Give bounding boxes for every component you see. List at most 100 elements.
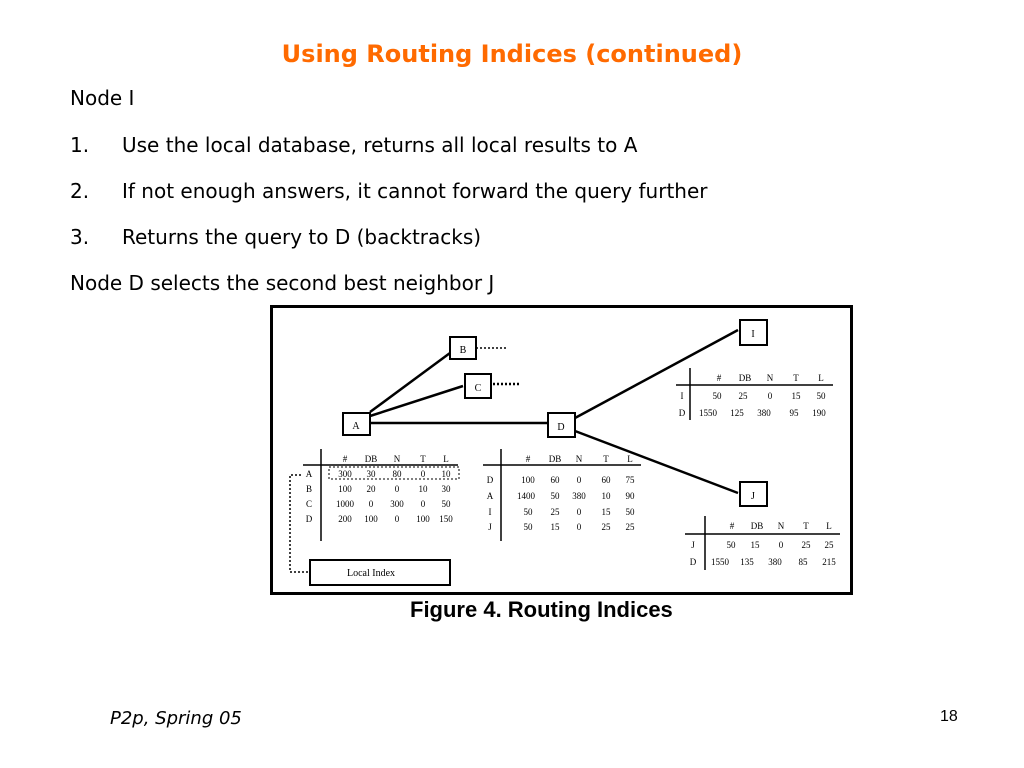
page-number: 18	[940, 708, 958, 725]
table-j-h4: L	[826, 521, 832, 531]
table-a-r2c2: 0	[369, 499, 374, 509]
table-d-r1c3: 380	[572, 491, 586, 501]
table-j-r1c1: 1550	[711, 557, 730, 567]
table-i-r0c5: 50	[817, 391, 827, 401]
step-1-text: Use the local database, returns all loca…	[122, 133, 638, 157]
table-j-r1c5: 215	[822, 557, 836, 567]
node-d-label: D	[557, 422, 564, 433]
intro-text: Node I	[70, 86, 135, 110]
edge-d-j	[574, 429, 739, 495]
table-i-r1c0: D	[679, 408, 686, 418]
table-j-r0c5: 25	[825, 540, 835, 550]
table-i-r0c3: 0	[768, 391, 773, 401]
routing-diagram: A B C D I J # DB N T	[289, 319, 840, 586]
table-i-r0c2: 25	[739, 391, 749, 401]
table-j-r1c0: D	[690, 557, 697, 567]
table-j-h1: DB	[751, 521, 764, 531]
table-d-r1c0: A	[487, 491, 494, 501]
table-i-r0c0: I	[681, 391, 684, 401]
local-index-label: Local Index	[347, 568, 395, 579]
routing-table-j: # DB N T L J 50 15 0 25 25 D 1550 135 38…	[685, 516, 840, 570]
table-a-r1c1: 100	[338, 484, 352, 494]
table-d-r3c1: 50	[524, 522, 534, 532]
routing-indices-figure: A B C D I J # DB N T	[270, 305, 853, 595]
table-i-r1c2: 125	[730, 408, 744, 418]
table-d-r2c4: 15	[602, 507, 612, 517]
table-j-r0c3: 0	[779, 540, 784, 550]
node-i-label: I	[751, 329, 754, 340]
table-a-r2c1: 1000	[336, 499, 355, 509]
table-j-r0c0: J	[691, 540, 695, 550]
table-a-r3c2: 100	[364, 514, 378, 524]
node-j-label: J	[751, 491, 755, 502]
table-d-r1c2: 50	[551, 491, 561, 501]
table-j-r1c4: 85	[799, 557, 809, 567]
table-d-h4: L	[627, 454, 633, 464]
table-a-r0c0: A	[306, 469, 313, 479]
table-a-r2c5: 50	[442, 499, 452, 509]
node-a-label: A	[352, 421, 360, 432]
table-d-r1c4: 10	[602, 491, 612, 501]
table-d-r3c5: 25	[626, 522, 636, 532]
table-i-r1c1: 1550	[699, 408, 718, 418]
node-d: D	[547, 412, 576, 438]
table-j-h0: #	[730, 521, 735, 531]
table-a-r2c0: C	[306, 499, 312, 509]
table-a-r3c1: 200	[338, 514, 352, 524]
routing-table-i: # DB N T L I 50 25 0 15 50 D 1550 125 38…	[676, 368, 833, 420]
edge-a-b	[369, 351, 451, 414]
table-d-r3c0: J	[488, 522, 492, 532]
table-d-r0c3: 0	[577, 475, 582, 485]
table-i-r1c4: 95	[790, 408, 800, 418]
local-row-highlight	[328, 466, 460, 480]
figure-caption: Figure 4. Routing Indices	[410, 597, 673, 622]
table-i-r0c4: 15	[792, 391, 802, 401]
step-1-number: 1.	[70, 133, 90, 157]
table-d-r1c5: 90	[626, 491, 636, 501]
node-i: I	[739, 319, 768, 346]
edge-a-c	[369, 384, 464, 418]
routing-table-a: # DB N T L A 300 30 80 0 10 B 100 20 0 1…	[303, 449, 460, 541]
step-3-text: Returns the query to D (backtracks)	[122, 225, 482, 249]
footer-course: P2p, Spring 05	[110, 708, 242, 729]
table-i-h2: N	[767, 373, 774, 383]
table-a-h3: T	[420, 454, 426, 464]
table-a-r2c3: 300	[390, 499, 404, 509]
table-a-h1: DB	[365, 454, 378, 464]
table-j-r0c1: 50	[727, 540, 737, 550]
node-c: C	[464, 373, 492, 399]
table-a-r0c3: 80	[393, 469, 403, 479]
table-a-r0c4: 0	[421, 469, 426, 479]
table-d-r2c2: 25	[551, 507, 561, 517]
table-a-r0c2: 30	[367, 469, 377, 479]
table-i-h3: T	[793, 373, 799, 383]
table-a-r3c3: 0	[395, 514, 400, 524]
table-j-r0c2: 15	[751, 540, 761, 550]
table-d-r1c1: 1400	[517, 491, 536, 501]
table-d-r0c1: 100	[521, 475, 535, 485]
routing-table-d: # DB N T L D 100 60 0 60 75 A 1400 50 38…	[483, 449, 641, 541]
table-a-r1c2: 20	[367, 484, 377, 494]
table-a-r3c5: 150	[439, 514, 453, 524]
table-a-r2c4: 0	[421, 499, 426, 509]
table-a-h2: N	[394, 454, 401, 464]
table-a-r1c3: 0	[395, 484, 400, 494]
table-a-r3c4: 100	[416, 514, 430, 524]
table-i-h1: DB	[739, 373, 752, 383]
node-a: A	[342, 412, 371, 436]
table-d-r0c0: D	[487, 475, 494, 485]
table-d-r3c4: 25	[602, 522, 612, 532]
node-c-label: C	[475, 383, 482, 394]
local-index-connector	[289, 474, 310, 573]
table-j-h3: T	[803, 521, 809, 531]
table-i-h0: #	[717, 373, 722, 383]
step-2-number: 2.	[70, 179, 90, 203]
table-j-r1c2: 135	[740, 557, 754, 567]
table-a-r1c0: B	[306, 484, 312, 494]
table-a-r0c5: 10	[442, 469, 452, 479]
table-a-r3c0: D	[306, 514, 313, 524]
table-d-r0c5: 75	[626, 475, 636, 485]
table-d-r3c2: 15	[551, 522, 561, 532]
table-a-h0: #	[343, 454, 348, 464]
table-i-r1c3: 380	[757, 408, 771, 418]
